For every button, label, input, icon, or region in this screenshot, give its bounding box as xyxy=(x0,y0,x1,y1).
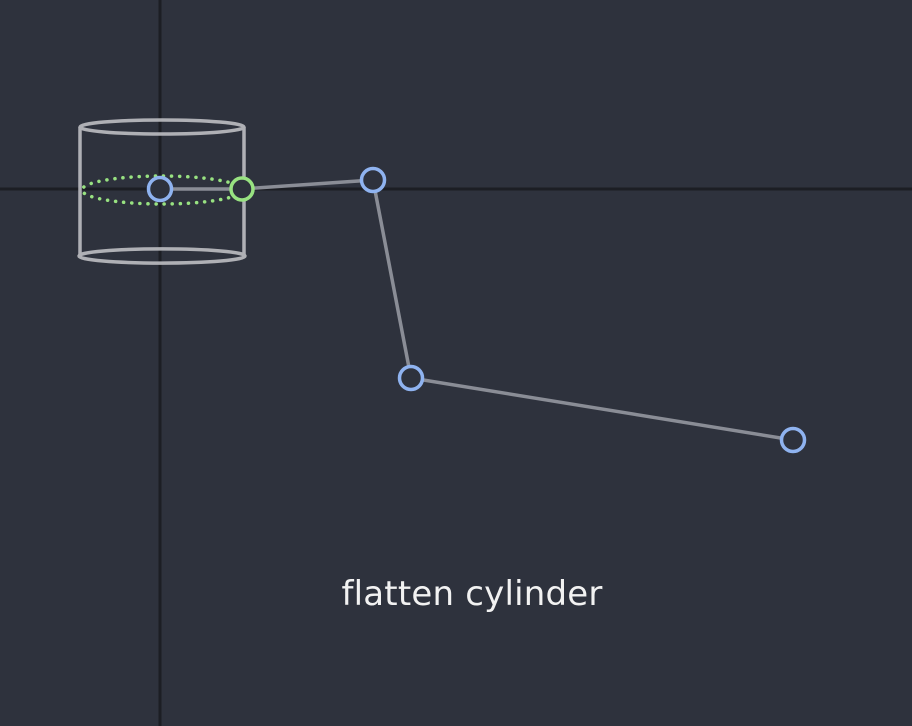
joint-handle[interactable] xyxy=(359,166,387,194)
active-joint-handle[interactable] xyxy=(229,176,255,202)
root-joint-handle[interactable] xyxy=(146,175,174,203)
cylinder-back-bottom-edge xyxy=(77,247,247,257)
cylinder-front-bottom-edge xyxy=(77,255,247,265)
cylinder[interactable] xyxy=(77,118,247,265)
joint-handle[interactable] xyxy=(397,364,425,392)
bone-segment xyxy=(409,376,795,442)
bone-segment xyxy=(240,178,375,191)
cylinder-top-ellipse xyxy=(78,118,246,136)
bone-chain xyxy=(158,178,795,442)
bone-segment xyxy=(371,178,413,380)
end-joint-handle[interactable] xyxy=(779,426,807,454)
step-caption: flatten cylinder xyxy=(341,574,603,614)
